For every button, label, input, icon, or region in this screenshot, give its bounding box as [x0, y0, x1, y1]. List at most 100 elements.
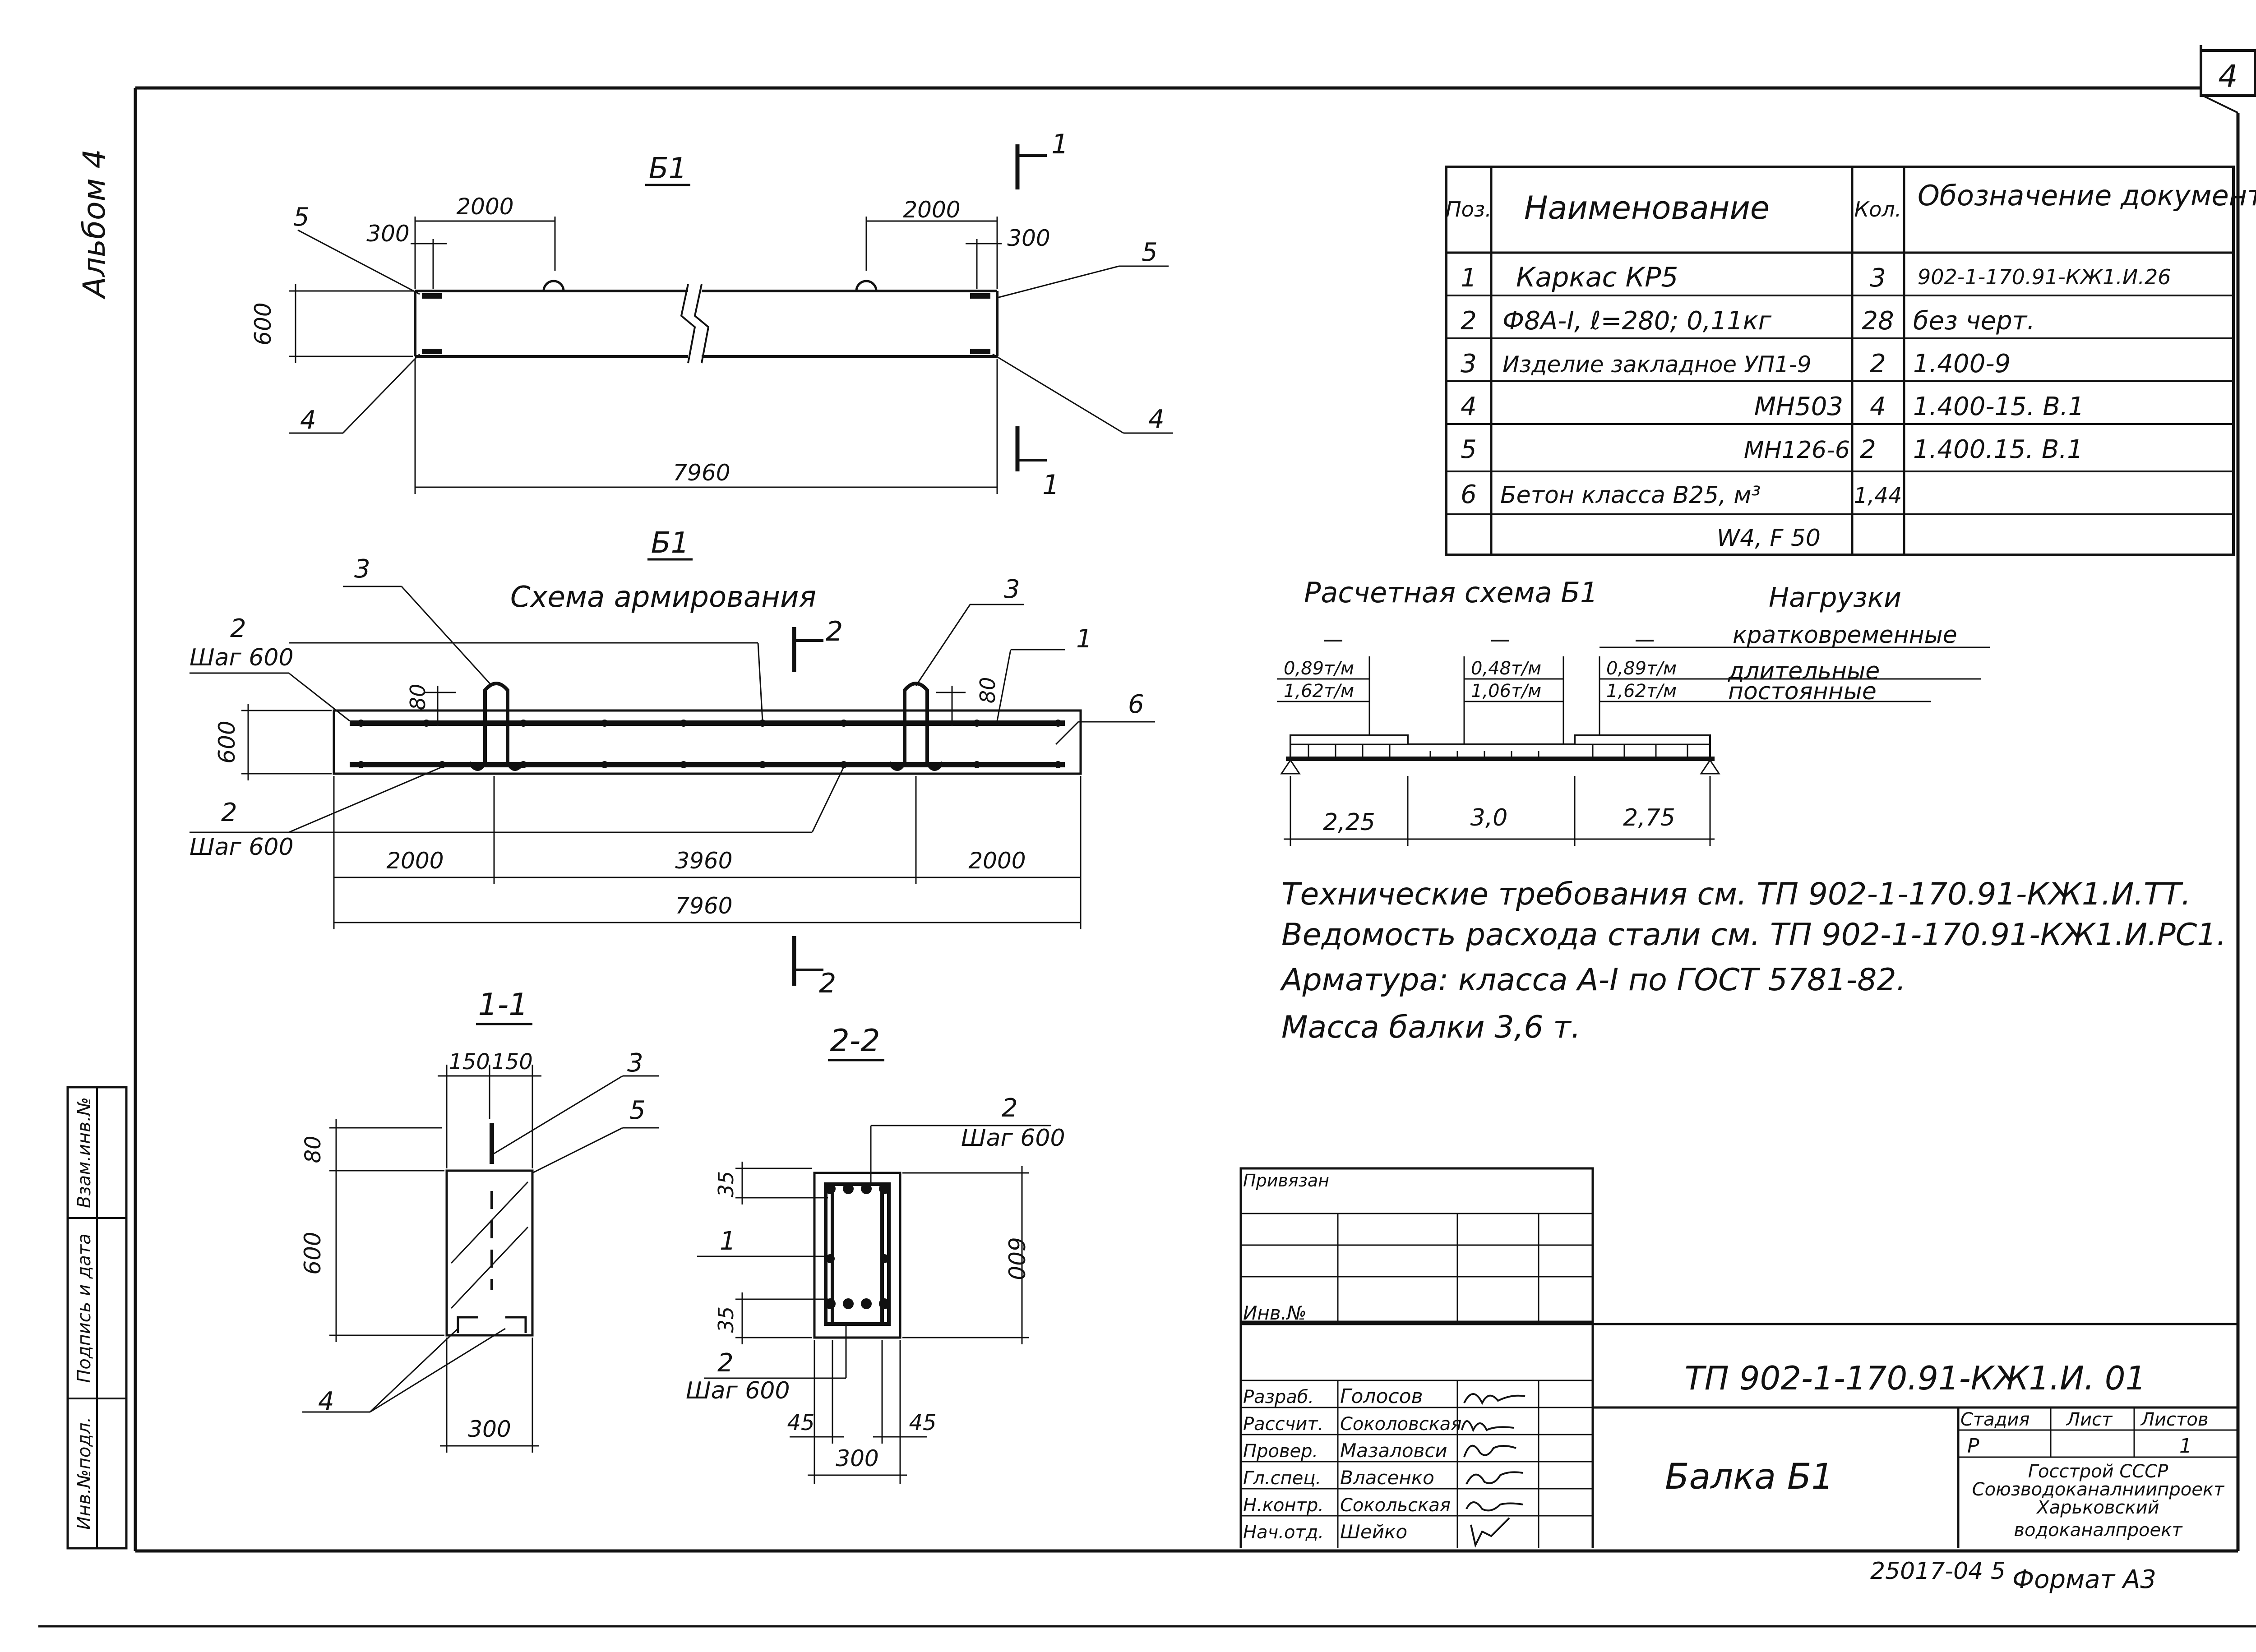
load-l2-perm: 1,06т/м: [1471, 681, 1541, 701]
spec-cell-pos: 4: [1461, 392, 1477, 421]
tb-staff-name: Шейко: [1340, 1521, 1407, 1543]
tb-staff-row: Н.контр. Сокольская: [1243, 1495, 1523, 1516]
spec-row: 4 МН503 4 1.400-15. В.1: [1461, 392, 2084, 421]
spec-cell-name: W4, F 50: [1717, 525, 1821, 552]
tb-signature: [1470, 1517, 1510, 1548]
spec-cell-doc: 1.400-9: [1913, 349, 2011, 378]
callout-11-4: 4: [318, 1387, 334, 1416]
tb-staff-role: Разраб.: [1243, 1387, 1314, 1407]
span-3: 2,75: [1623, 804, 1675, 831]
dim-11-600: 600: [300, 1232, 326, 1274]
callout-22-2-bot: 2: [717, 1348, 734, 1378]
dim-b1-2000-right: 2000: [903, 197, 960, 223]
spec-row: 5 МН126-6 2 1.400.15. В.1: [1461, 435, 2083, 464]
tb-org-1: Госстрой СССР: [2028, 1461, 2168, 1482]
dim-rebar-80-left: 80: [406, 684, 430, 711]
spec-cell-pos: 3: [1461, 349, 1477, 378]
callout-11-5: 5: [629, 1096, 646, 1125]
spec-cell-doc: 1.400-15. В.1: [1913, 392, 2084, 421]
notes: Технические требования см. ТП 902-1-170.…: [1280, 877, 2226, 1045]
callout-22-2-bot-step: Шаг 600: [686, 1377, 790, 1404]
callout-22-1: 1: [720, 1227, 736, 1256]
tb-sheets-value: 1: [2179, 1435, 2192, 1458]
album-label: Альбом 4: [77, 149, 112, 300]
dim-11-150a: 150: [448, 1049, 490, 1075]
callout-rebar-3-right: 3: [1004, 575, 1020, 604]
spec-cell-pos: 5: [1461, 435, 1477, 464]
load-scheme: Расчетная схема Б1 Нагрузки кратковремен…: [1277, 576, 1990, 846]
sheet-format: Формат А3: [2012, 1565, 2156, 1594]
section-2-2-title: 2-2: [830, 1023, 880, 1059]
tb-inv-no: Инв.№: [1243, 1302, 1307, 1324]
note-1: Технические требования см. ТП 902-1-170.…: [1281, 877, 2191, 912]
tb-staff-name: Сокольская: [1340, 1495, 1451, 1516]
callout-rebar-2-bot: 2: [221, 798, 237, 827]
callout-rebar-3-left: 3: [354, 554, 370, 584]
dim-11-150b: 150: [491, 1049, 533, 1075]
note-3: Арматура: класса А-I по ГОСТ 5781-82.: [1280, 962, 1906, 998]
archive-number: 25017-04 5: [1870, 1558, 2006, 1585]
dim-22-35-top: 35: [714, 1171, 738, 1198]
spec-row: 2 Ф8А-I, ℓ=280; 0,11кг 28 без черт.: [1461, 306, 2035, 336]
load-legend-long: длительные: [1728, 658, 1880, 685]
section-mark-1-bottom: 1: [1042, 469, 1059, 501]
callout-22-2-top-step: Шаг 600: [961, 1125, 1065, 1152]
dim-rebar-seg3: 2000: [968, 848, 1026, 874]
dim-22-600: 600: [1003, 1237, 1029, 1280]
section-mark-1-top: 1: [1051, 129, 1068, 160]
view-b1-top: Б1 2000 300 2000 300: [250, 129, 1173, 501]
spec-row: 3 Изделие закладное УП1-9 2 1.400-9: [1461, 349, 2011, 378]
side-stamp-sign: Подпись и дата: [74, 1233, 95, 1383]
spec-cell-name: Бетон класса В25, м³: [1500, 482, 1761, 509]
load-legend-perm: постоянные: [1728, 678, 1877, 705]
spec-cell-doc: 1.400.15. В.1: [1913, 435, 2083, 464]
spec-cell-pos: 2: [1461, 306, 1477, 336]
spec-cell-pos: 1: [1461, 263, 1477, 293]
tb-name: Балка Б1: [1665, 1457, 1834, 1497]
callout-rebar-2-top-step: Шаг 600: [190, 644, 294, 671]
tb-staff-name: Голосов: [1340, 1385, 1423, 1408]
section-1-1: 1-1 150 150 80 600 300 3 5 4: [300, 987, 659, 1453]
dim-rebar-80-right: 80: [975, 677, 1000, 704]
spec-row: 6 Бетон класса В25, м³ 1,44: [1461, 480, 1902, 509]
view-b1-rebar-title: Б1: [651, 526, 689, 560]
tb-staff-role: Рассчит.: [1243, 1414, 1323, 1435]
view-b1-rebar: Б1 Схема армирования 3 3 1 6 2 Шаг 600: [190, 526, 1155, 999]
side-stamp-vzam: Взам.инв.№: [74, 1097, 95, 1208]
tb-stage-value: Р: [1967, 1435, 1979, 1458]
dim-22-35-bot: 35: [714, 1306, 738, 1333]
tb-staff-role: Провер.: [1243, 1441, 1318, 1462]
dim-b1-300-left: 300: [366, 221, 409, 247]
dim-rebar-seg1: 2000: [386, 848, 444, 874]
tb-signature: [1463, 1444, 1516, 1458]
callout-b1-4-right: 4: [1148, 405, 1165, 434]
load-l1-long: 0,89т/м: [1284, 658, 1354, 679]
sheet-number: 4: [2218, 59, 2238, 94]
dim-rebar-height: 600: [214, 720, 240, 763]
span-2: 3,0: [1470, 804, 1508, 831]
load-legend-title: Нагрузки: [1769, 582, 1901, 614]
section-1-1-title: 1-1: [478, 987, 528, 1023]
dim-rebar-seg2: 3960: [675, 848, 732, 874]
tb-staff-role: Гл.спец.: [1243, 1468, 1321, 1489]
title-block: Привязан Инв.№ ТП 902-1-170.91-КЖ1.И. 01…: [1239, 1167, 2238, 1548]
dim-b1-300-right: 300: [1007, 225, 1050, 251]
load-l1-perm: 1,62т/м: [1284, 681, 1354, 701]
spec-cell-name: Каркас КР5: [1516, 262, 1678, 293]
tb-staff-row: Разраб. Голосов: [1243, 1385, 1526, 1408]
load-scheme-title: Расчетная схема Б1: [1304, 576, 1598, 609]
spec-cell-qty: 28: [1862, 306, 1894, 336]
view-b1-top-title: Б1: [649, 152, 687, 185]
tb-signature: [1465, 1501, 1523, 1512]
tb-staff-row: Провер. Мазаловси: [1243, 1440, 1516, 1462]
spec-cell-doc: 902-1-170.91-КЖ1.И.26: [1918, 265, 2171, 289]
spec-cell-qty: 2: [1860, 435, 1876, 464]
note-4: Масса балки 3,6 т.: [1281, 1010, 1581, 1045]
tb-staff-row: Гл.спец. Власенко: [1243, 1467, 1523, 1489]
spec-cell-qty: 1,44: [1854, 483, 1902, 508]
tb-org-4: водоканалпроект: [2014, 1520, 2183, 1541]
load-legend-short: кратковременные: [1733, 622, 1957, 649]
side-stamp-inv: Инв.№подл.: [74, 1417, 95, 1530]
callout-rebar-2-bot-step: Шаг 600: [190, 834, 294, 861]
section-2-2-bars: [825, 1183, 890, 1309]
